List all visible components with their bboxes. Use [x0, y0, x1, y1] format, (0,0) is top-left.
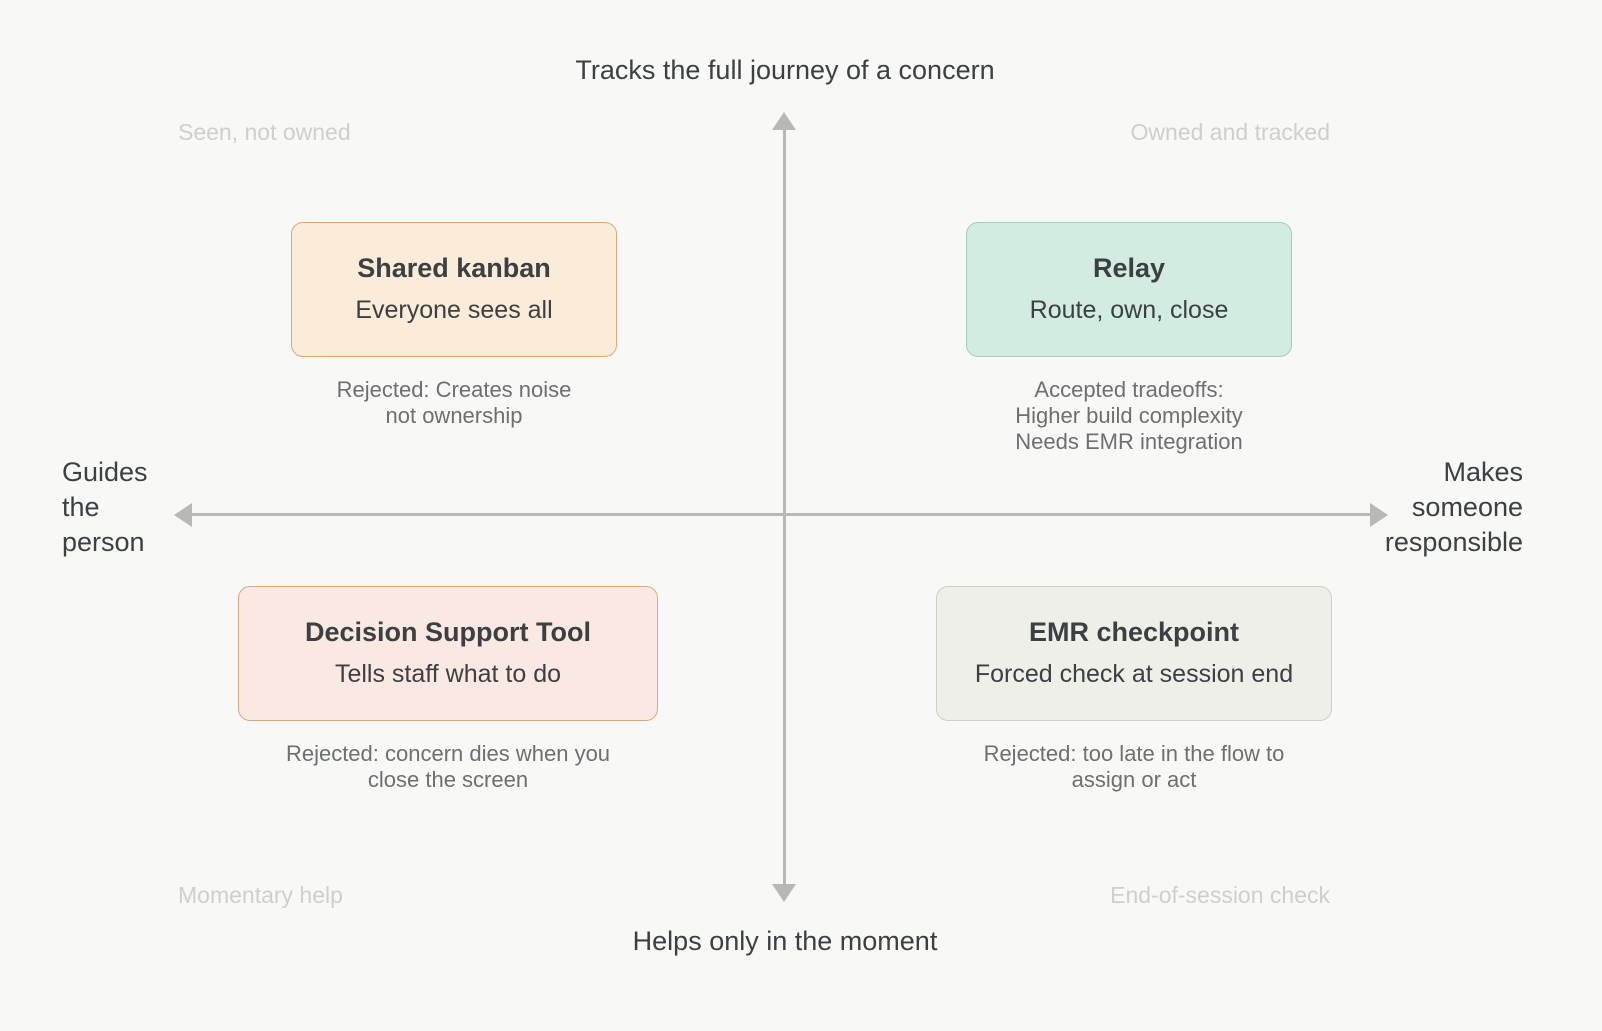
quadrant-label-bottom-left: Momentary help: [178, 882, 343, 908]
option-relay[interactable]: Relay Route, own, close Accepted tradeof…: [966, 222, 1292, 455]
horizontal-axis: [180, 513, 1374, 516]
axis-label-top: Tracks the full journey of a concern: [575, 55, 995, 85]
axis-label-bottom: Helps only in the moment: [632, 926, 938, 956]
quadrant-label-bottom-right: End-of-session check: [1110, 882, 1330, 908]
option-title: EMR checkpoint: [1028, 617, 1240, 647]
axis-label-right: Makes someone responsible: [1384, 457, 1523, 557]
option-decision-support-tool[interactable]: Decision Support Tool Tells staff what t…: [238, 586, 658, 793]
arrow-down-icon: [772, 884, 796, 902]
option-note: Rejected: concern dies when you close th…: [285, 741, 611, 792]
arrow-up-icon: [772, 112, 796, 130]
option-subtitle: Tells staff what to do: [334, 660, 562, 688]
option-note: Rejected: Creates noise not ownership: [336, 377, 572, 428]
option-title: Decision Support Tool: [305, 617, 591, 647]
arrow-right-icon: [1370, 503, 1388, 527]
option-subtitle: Route, own, close: [1029, 296, 1229, 324]
option-shared-kanban[interactable]: Shared kanban Everyone sees all Rejected…: [291, 222, 617, 429]
option-subtitle: Forced check at session end: [974, 660, 1294, 688]
option-note: Rejected: too late in the flow to assign…: [983, 741, 1285, 792]
arrow-left-icon: [174, 503, 192, 527]
option-emr-checkpoint[interactable]: EMR checkpoint Forced check at session e…: [936, 586, 1332, 793]
option-card[interactable]: EMR checkpoint Forced check at session e…: [936, 586, 1332, 721]
quadrant-label-top-right: Owned and tracked: [1130, 119, 1330, 145]
option-note: Accepted tradeoffs: Higher build complex…: [1015, 377, 1243, 454]
option-card[interactable]: Relay Route, own, close: [966, 222, 1292, 357]
option-title: Shared kanban: [357, 253, 551, 283]
option-subtitle: Everyone sees all: [355, 296, 553, 324]
option-card[interactable]: Shared kanban Everyone sees all: [291, 222, 617, 357]
option-card[interactable]: Decision Support Tool Tells staff what t…: [238, 586, 658, 721]
vertical-axis: [783, 118, 786, 896]
option-title: Relay: [1092, 253, 1166, 283]
quadrant-label-top-left: Seen, not owned: [178, 119, 351, 145]
axis-label-left: Guides the person: [62, 457, 148, 557]
